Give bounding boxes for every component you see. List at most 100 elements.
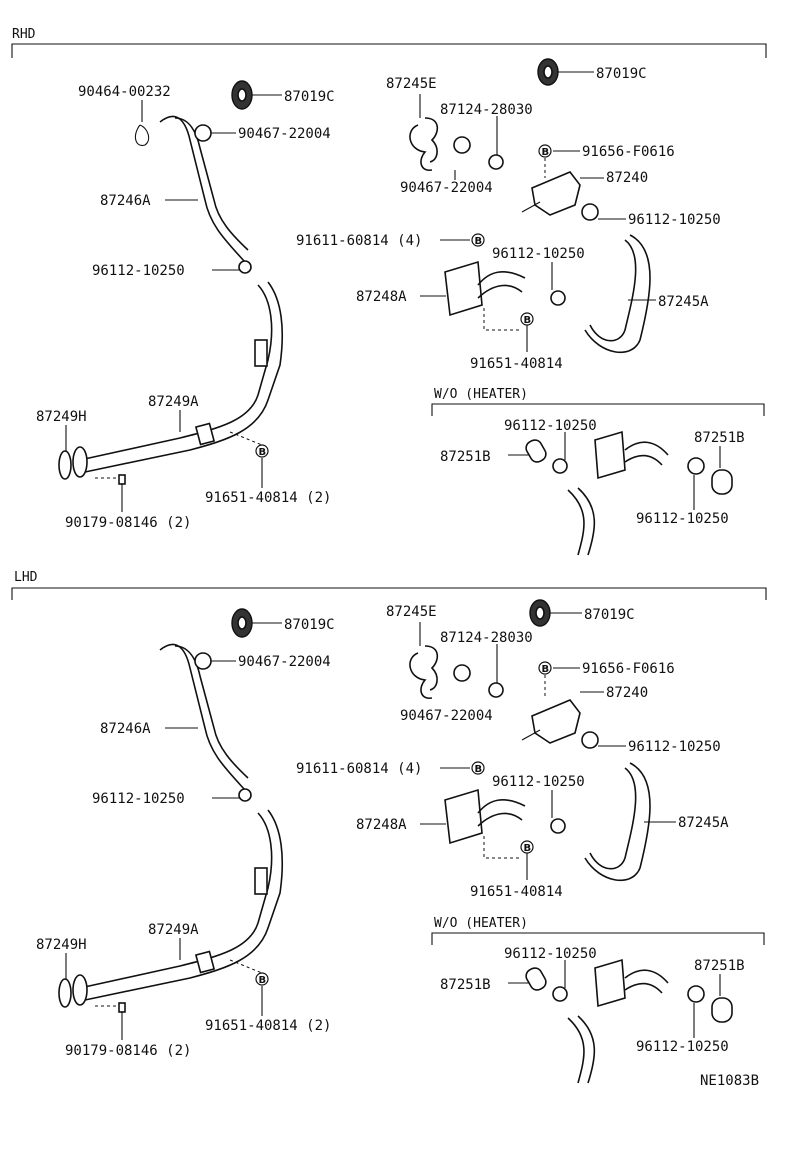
cap-87251b (525, 967, 547, 991)
clamp-90467 (194, 652, 212, 670)
cap-87251b-b (711, 997, 733, 1023)
pipe-bracket (194, 422, 216, 446)
label-96112-10250-e: 96112-10250 (636, 511, 729, 527)
label-87251b: 87251B (440, 977, 491, 993)
label-87248a: 87248A (356, 289, 407, 305)
bolt-marker-letter: B (259, 975, 267, 986)
hose-stub (567, 1017, 585, 1084)
hose-stub-edge (577, 487, 596, 556)
label-87245e: 87245E (386, 604, 437, 620)
gasket-87249h (58, 450, 72, 480)
hose-87246a-edge (174, 645, 249, 779)
label-91651-40814-2: 91651-40814 (2) (205, 490, 331, 506)
pipe-stub-edge (624, 982, 663, 994)
label-91651-40814-2: 91651-40814 (2) (205, 1018, 331, 1034)
bolt-marker-letter: B (259, 447, 267, 458)
cap-87251b-b (711, 469, 733, 495)
label-91651-40814: 91651-40814 (470, 884, 563, 900)
label-87249h: 87249H (36, 937, 87, 953)
label-91656-f0616: 91656-F0616 (582, 661, 675, 677)
section-title: RHD (12, 27, 36, 42)
valve-87240 (531, 699, 581, 744)
hose-87245a-edge (584, 762, 651, 882)
label-87245a: 87245A (658, 294, 709, 310)
label-90464-00232: 90464-00232 (78, 84, 171, 100)
clamp-96112-c (550, 290, 566, 306)
pipe-87248a-edge (477, 284, 523, 299)
grommet-hole (543, 65, 553, 79)
pipe-bracket (194, 950, 216, 974)
bolt-marker-letter: B (524, 315, 532, 326)
bolt-marker-letter: B (542, 147, 550, 158)
label-91651-40814: 91651-40814 (470, 356, 563, 372)
bolt-marker-letter: B (524, 843, 532, 854)
cap-87251b (525, 439, 547, 463)
hose-stub-edge (577, 1015, 596, 1084)
clamp-90467-b (453, 664, 471, 682)
label-87246a: 87246A (100, 193, 151, 209)
bolt-marker (255, 444, 269, 458)
wo-heater-title: W/O (HEATER) (434, 387, 528, 402)
section-title: LHD (14, 570, 38, 585)
leader-dashed (483, 836, 520, 859)
label-96112-10250: 96112-10250 (92, 791, 185, 807)
clamp-90467 (194, 124, 212, 142)
pipe-87249a-edge (84, 809, 284, 1001)
label-87124-28030: 87124-28030 (440, 102, 533, 118)
grommet-hole (237, 88, 247, 102)
bolt-marker (538, 661, 552, 675)
bracket-plate (594, 958, 626, 1008)
label-90467-22004-b: 90467-22004 (400, 708, 493, 724)
clamp-90467-b (453, 136, 471, 154)
hose-87245e (409, 652, 433, 699)
clamp-96112 (238, 260, 252, 274)
flange (72, 446, 88, 478)
wo-heater-bracket (431, 932, 765, 945)
label-96112-10250-d: 96112-10250 (504, 946, 597, 962)
label-87124-28030: 87124-28030 (440, 630, 533, 646)
valve-87240 (531, 171, 581, 216)
clamp-87124 (488, 154, 504, 170)
hose-87246a (159, 643, 246, 791)
bolt-90179 (118, 474, 126, 485)
bolt-marker (538, 144, 552, 158)
clamp-96112-d (552, 986, 568, 1002)
gasket-87249h (58, 978, 72, 1008)
clip-90464 (134, 124, 150, 146)
label-87240: 87240 (606, 170, 648, 186)
label-87249a: 87249A (148, 922, 199, 938)
bolt-90179 (118, 1002, 126, 1013)
hose-stub (567, 489, 585, 556)
label-90179-08146-2: 90179-08146 (2) (65, 515, 191, 531)
label-87019c: 87019C (284, 89, 335, 105)
hose-87245a (589, 239, 637, 342)
bolt-marker (520, 840, 534, 854)
bolt-marker-letter: B (475, 764, 483, 775)
label-90467-22004-b: 90467-22004 (400, 180, 493, 196)
bolt-marker (255, 972, 269, 986)
label-87249a: 87249A (148, 394, 199, 410)
clamp-96112-e (687, 985, 705, 1003)
label-96112-10250-d: 96112-10250 (504, 418, 597, 434)
label-87019c: 87019C (284, 617, 335, 633)
label-91611-60814-4: 91611-60814 (4) (296, 761, 422, 777)
label-87019c-b: 87019C (596, 66, 647, 82)
section-lhd: LHD 87019C 90467-22004 87246A 96112-1025… (11, 570, 767, 1084)
label-87019c-b: 87019C (584, 607, 635, 623)
clamp-87124 (488, 682, 504, 698)
grommet-hole (237, 616, 247, 630)
bolt-marker-letter: B (542, 664, 550, 675)
bracket-87248a (444, 788, 483, 845)
bracket-plate (594, 430, 626, 480)
clamp-96112-b (581, 731, 599, 749)
label-87245e: 87245E (386, 76, 437, 92)
label-96112-10250-b: 96112-10250 (628, 212, 721, 228)
leader-dashed (229, 959, 263, 974)
hose-87245a (589, 767, 637, 870)
bolt-marker (471, 233, 485, 247)
label-91611-60814-4: 91611-60814 (4) (296, 233, 422, 249)
section-bracket (11, 43, 767, 58)
pipe-clip (254, 339, 268, 367)
pipe-87249a-edge (84, 281, 284, 473)
pipe-clip (254, 867, 268, 895)
